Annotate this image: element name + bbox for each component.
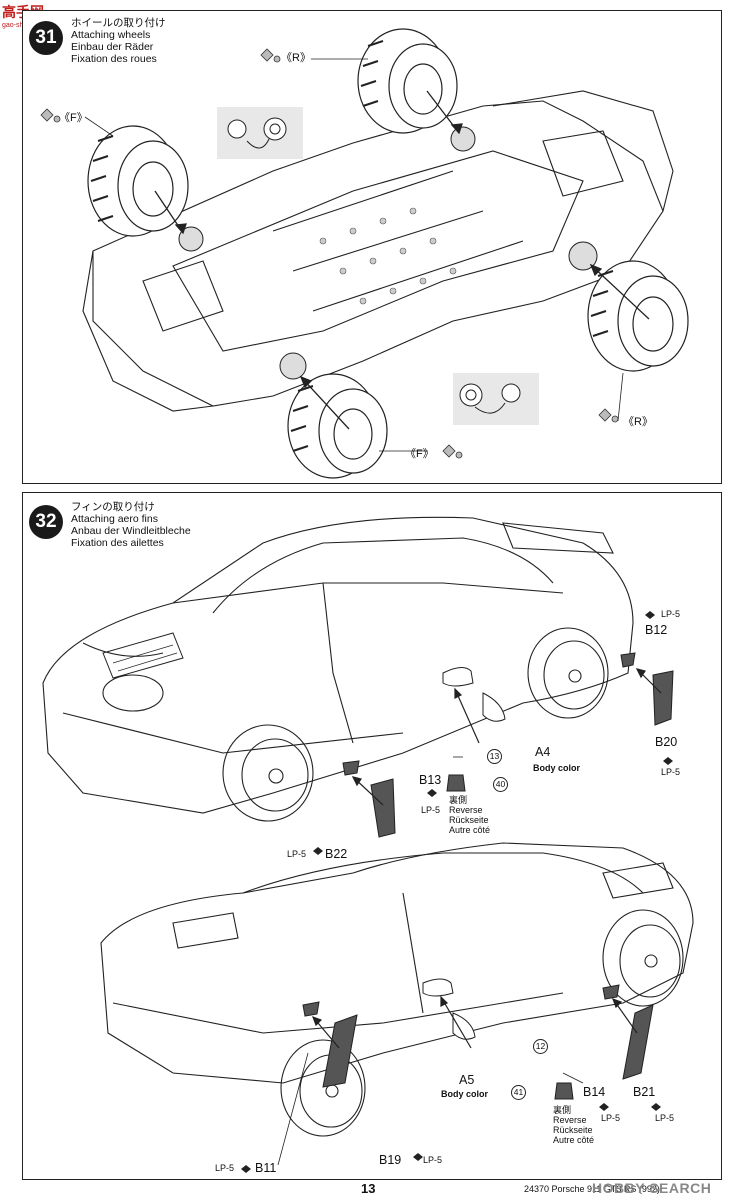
top-rear-wheel [527, 627, 609, 719]
hub-assemblies [178, 126, 598, 380]
kit-code: 24370 Porsche 911 GT3 RS (992) [524, 1184, 660, 1194]
step-32-panel: 32 フィンの取り付け Attaching aero fins Anbau de… [22, 492, 722, 1180]
front-bumper [82, 250, 214, 412]
reverse-fr: Autre côté [553, 1135, 595, 1145]
lp5-b12: LP-5 [661, 609, 681, 619]
reverse-jp: 裏側 [553, 1105, 572, 1115]
callout-40-badge: 40 [493, 777, 508, 792]
bottom-front-wheel [602, 909, 684, 1007]
title-jp: フィンの取り付け [71, 501, 155, 513]
label-b12: B12 [645, 623, 668, 637]
label-front-left: 《F》 [59, 112, 88, 124]
lp5-b13: LP-5 [421, 805, 441, 815]
reverse-en: Reverse [553, 1115, 587, 1125]
label-b11: B11 [255, 1161, 277, 1175]
label-b22: B22 [325, 847, 348, 861]
label-front-bottom: 《F》 [405, 448, 434, 460]
assembly-arrows [311, 668, 662, 1049]
bottom-car-body [100, 842, 694, 1084]
step-titles: ホイールの取り付け Attaching wheels Einbau der Rä… [71, 17, 166, 65]
leader-lines [277, 756, 584, 1166]
part-b12 [620, 652, 636, 668]
assembly-arrows [154, 90, 650, 430]
lp5-b14: LP-5 [601, 1113, 621, 1123]
a4-note: Body color [533, 763, 581, 773]
label-rear-top: 《R》 [281, 52, 311, 64]
title-fr: Fixation des roues [71, 53, 157, 65]
label-b21: B21 [633, 1085, 656, 1099]
callout-12: 12 [533, 1039, 548, 1054]
part-b14 [602, 984, 620, 1000]
bottom-rear-wheel [280, 1039, 366, 1137]
callout-13-badge: 13 [487, 749, 502, 764]
mirror-parts [422, 667, 506, 1040]
label-b19: B19 [379, 1153, 402, 1167]
step-titles: フィンの取り付け Attaching aero fins Anbau der W… [71, 501, 191, 549]
step-number: 31 [29, 21, 63, 55]
reverse-en: Reverse [449, 805, 483, 815]
rear-bumper [492, 90, 674, 212]
label-b20: B20 [655, 735, 678, 749]
wheel-rear-right [587, 260, 689, 372]
callout-41-badge: 41 [511, 1085, 526, 1100]
reverse-de: Rückseite [449, 815, 489, 825]
title-fr: Fixation des ailettes [71, 537, 164, 549]
label-a4: A4 [535, 745, 551, 759]
wheel-rear-top [357, 28, 458, 134]
title-jp: ホイールの取り付け [71, 17, 166, 29]
part-b13 [342, 760, 360, 776]
chassis-floor [172, 150, 584, 352]
wheel-front-left [87, 125, 189, 237]
car-diagram [42, 516, 694, 1173]
step-31-panel: 31 ホイールの取り付け Attaching wheels Einbau der… [22, 10, 722, 484]
title-en: Attaching wheels [71, 29, 151, 41]
label-a5: A5 [459, 1073, 475, 1087]
wheel-front-bottom [287, 373, 388, 479]
lp5-b20: LP-5 [661, 767, 681, 777]
part-b11 [302, 1001, 320, 1017]
callout-13: 13 [487, 749, 502, 764]
part-41-reverse [554, 1082, 574, 1100]
title-en: Attaching aero fins [71, 513, 158, 525]
lp5-b21: LP-5 [655, 1113, 675, 1123]
reverse-note-top: 裏側 Reverse Rückseite Autre côté [449, 795, 490, 835]
step-number: 32 [29, 505, 63, 539]
fin-b22 [370, 778, 396, 838]
fin-b19 [322, 1014, 358, 1088]
part-40-reverse [446, 774, 466, 792]
reverse-note-bottom: 裏側 Reverse Rückseite Autre côté [553, 1105, 594, 1145]
watermark-search: HOBBY SEARCH [592, 1180, 712, 1196]
chassis-diagram [40, 28, 689, 479]
chassis-outline [92, 100, 664, 407]
label-rear-right: 《R》 [623, 416, 653, 428]
lp5-b19: LP-5 [423, 1155, 443, 1165]
fin-b20 [652, 670, 674, 726]
callout-12-badge: 12 [533, 1039, 548, 1054]
label-b14: B14 [583, 1085, 606, 1099]
inset-detail-bottom [453, 373, 539, 425]
part-icons [40, 48, 619, 459]
fin-b21 [622, 1004, 654, 1080]
aero-fins [302, 652, 674, 1100]
title-de: Einbau der Räder [71, 41, 154, 53]
page-number: 13 [361, 1181, 376, 1196]
lp5-b22: LP-5 [287, 849, 307, 859]
a5-note: Body color [441, 1089, 489, 1099]
callout-41: 41 [511, 1085, 526, 1100]
label-b13: B13 [419, 773, 442, 787]
inset-detail-top [217, 107, 303, 159]
lp5-b11: LP-5 [215, 1163, 235, 1173]
leader-lines [84, 58, 624, 452]
callout-40: 40 [493, 777, 508, 792]
reverse-de: Rückseite [553, 1125, 593, 1135]
top-front-wheel [222, 724, 314, 822]
reverse-jp: 裏側 [449, 795, 468, 805]
reverse-fr: Autre côté [449, 825, 491, 835]
title-de: Anbau der Windleitbleche [71, 525, 191, 537]
